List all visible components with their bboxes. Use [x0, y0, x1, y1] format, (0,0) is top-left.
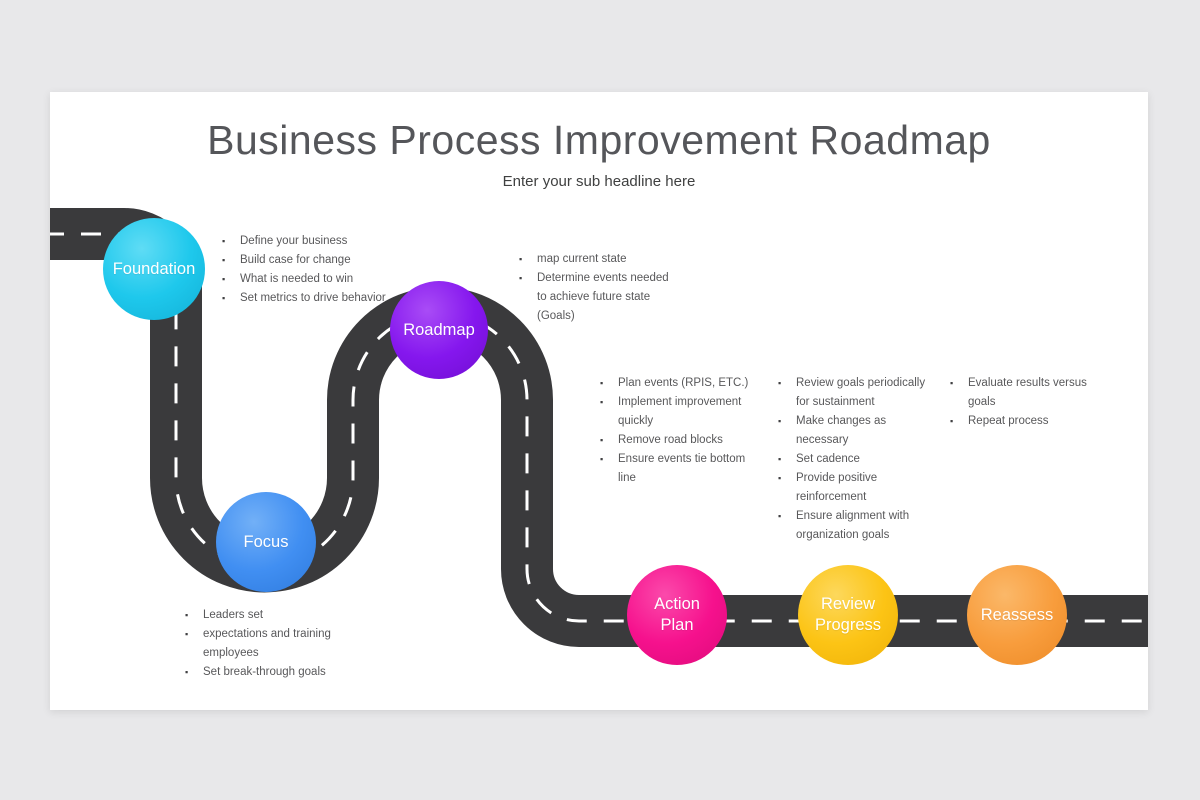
- bullet-square-icon: ▪: [519, 273, 523, 283]
- page-subtitle: Enter your sub headline here: [502, 173, 696, 190]
- bullet-square-icon: ▪: [519, 254, 523, 264]
- node-reassess-label: Reassess: [980, 605, 1054, 624]
- bullet-text: Plan events (RPIS, ETC.): [618, 377, 749, 389]
- bullet-text: Remove road blocks: [618, 434, 723, 446]
- bullet-item: ▪ Set metrics to drive behavior: [222, 289, 422, 308]
- bullet-text: Define your business: [240, 235, 348, 247]
- bullet-item: ▪ Make changes as necessary: [778, 412, 968, 450]
- bullet-item: ▪ Evaluate results versus goals: [950, 374, 1140, 412]
- bullet-square-icon: ▪: [600, 397, 604, 407]
- bullet-item: ▪ Ensure events tie bottom line: [600, 450, 795, 488]
- bullet-square-icon: ▪: [778, 378, 782, 388]
- bullet-text: map current state: [537, 253, 627, 265]
- bullet-square-icon: ▪: [222, 255, 226, 265]
- bullet-text: Set break-through goals: [203, 666, 326, 678]
- action-plan-bullet-list: ▪ Plan events (RPIS, ETC.) ▪ Implement impr…: [600, 374, 795, 488]
- bullet-item: ▪ Repeat process: [950, 412, 1140, 431]
- bullet-item: ▪ Implement improvement quickly: [600, 393, 795, 431]
- bullet-item: ▪ map current state: [519, 250, 714, 269]
- node-roadmap: Roadmap: [390, 281, 488, 379]
- bullet-item: ▪ What is needed to win: [222, 270, 422, 289]
- bullet-item: ▪ Plan events (RPIS, ETC.): [600, 374, 795, 393]
- bullet-square-icon: ▪: [185, 610, 189, 620]
- bullet-square-icon: ▪: [222, 236, 226, 246]
- bullet-square-icon: ▪: [778, 416, 782, 426]
- bullet-square-icon: ▪: [185, 667, 189, 677]
- bullet-text: Review goals periodically for sustainmen…: [796, 377, 926, 408]
- bullet-text: Determine events needed to achieve futur…: [537, 272, 669, 322]
- bullet-text: Implement improvement quickly: [618, 396, 742, 427]
- node-foundation: Foundation: [103, 218, 205, 320]
- page-title: Business Process Improvement Roadmap: [207, 117, 991, 163]
- bullet-square-icon: ▪: [600, 454, 604, 464]
- bullet-square-icon: ▪: [600, 435, 604, 445]
- bullet-square-icon: ▪: [778, 473, 782, 483]
- node-focus: Focus: [216, 492, 316, 592]
- bullet-text: What is needed to win: [240, 273, 354, 285]
- reassess-bullet-list: ▪ Evaluate results versus goals ▪ Repeat pr…: [950, 374, 1140, 431]
- roadmap-bullet-list: ▪ map current state ▪ Determine events need…: [519, 250, 714, 326]
- bullet-square-icon: ▪: [222, 293, 226, 303]
- bullet-item: ▪ expectations and training employees: [185, 625, 385, 663]
- bullet-square-icon: ▪: [778, 511, 782, 521]
- bullet-square-icon: ▪: [185, 629, 189, 639]
- bullet-text: Ensure alignment with organization goals: [796, 510, 910, 541]
- bullet-item: ▪ Set cadence: [778, 450, 968, 469]
- review-progress-bullet-list: ▪ Review goals periodically for sustainme…: [778, 374, 968, 545]
- road-center-line: [50, 232, 1148, 623]
- bullet-item: ▪ Provide positive reinforcement: [778, 469, 968, 507]
- bullet-text: Set metrics to drive behavior: [240, 292, 386, 304]
- node-action-plan: Action Plan: [627, 565, 727, 665]
- bullet-text: Set cadence: [796, 453, 860, 465]
- bullet-square-icon: ▪: [778, 454, 782, 464]
- road-graphic: [50, 208, 1148, 647]
- focus-bullet-list: ▪ Leaders set ▪ expectations and training e…: [185, 606, 385, 682]
- bullet-item: ▪ Build case for change: [222, 251, 422, 270]
- node-review-progress: Review Progress: [798, 565, 898, 665]
- bullet-item: ▪ Set break-through goals: [185, 663, 385, 682]
- bullet-item: ▪ Review goals periodically for sustainme…: [778, 374, 968, 412]
- node-action-plan-label: Action Plan: [654, 595, 700, 634]
- bullet-item: ▪ Ensure alignment with organization goal…: [778, 507, 968, 545]
- bullet-text: expectations and training employees: [203, 628, 331, 659]
- bullet-text: Provide positive reinforcement: [796, 472, 878, 503]
- bullet-item: ▪ Define your business: [222, 232, 422, 251]
- bullet-text: Leaders set: [203, 609, 264, 621]
- bullet-text: Make changes as necessary: [796, 415, 887, 446]
- node-review-progress-label: Review Progress: [814, 595, 882, 634]
- bullet-text: Build case for change: [240, 254, 351, 266]
- bullet-item: ▪ Remove road blocks: [600, 431, 795, 450]
- bullet-square-icon: ▪: [222, 274, 226, 284]
- bullet-item: ▪ Determine events needed to achieve futu…: [519, 269, 714, 326]
- bullet-text: Evaluate results versus goals: [968, 377, 1087, 408]
- node-focus-label: Focus: [243, 532, 289, 551]
- node-roadmap-label: Roadmap: [403, 320, 475, 339]
- bullet-square-icon: ▪: [950, 378, 954, 388]
- node-foundation-label: Foundation: [112, 259, 196, 278]
- bullet-square-icon: ▪: [600, 378, 604, 388]
- bullet-text: Ensure events tie bottom line: [618, 453, 746, 484]
- slide-card: Business Process Improvement Roadmap Ent…: [50, 92, 1148, 710]
- foundation-bullet-list: ▪ Define your business ▪ Build case for cha…: [222, 232, 422, 308]
- node-reassess: Reassess: [967, 565, 1067, 665]
- bullet-square-icon: ▪: [950, 416, 954, 426]
- bullet-item: ▪ Leaders set: [185, 606, 385, 625]
- bullet-text: Repeat process: [968, 415, 1049, 427]
